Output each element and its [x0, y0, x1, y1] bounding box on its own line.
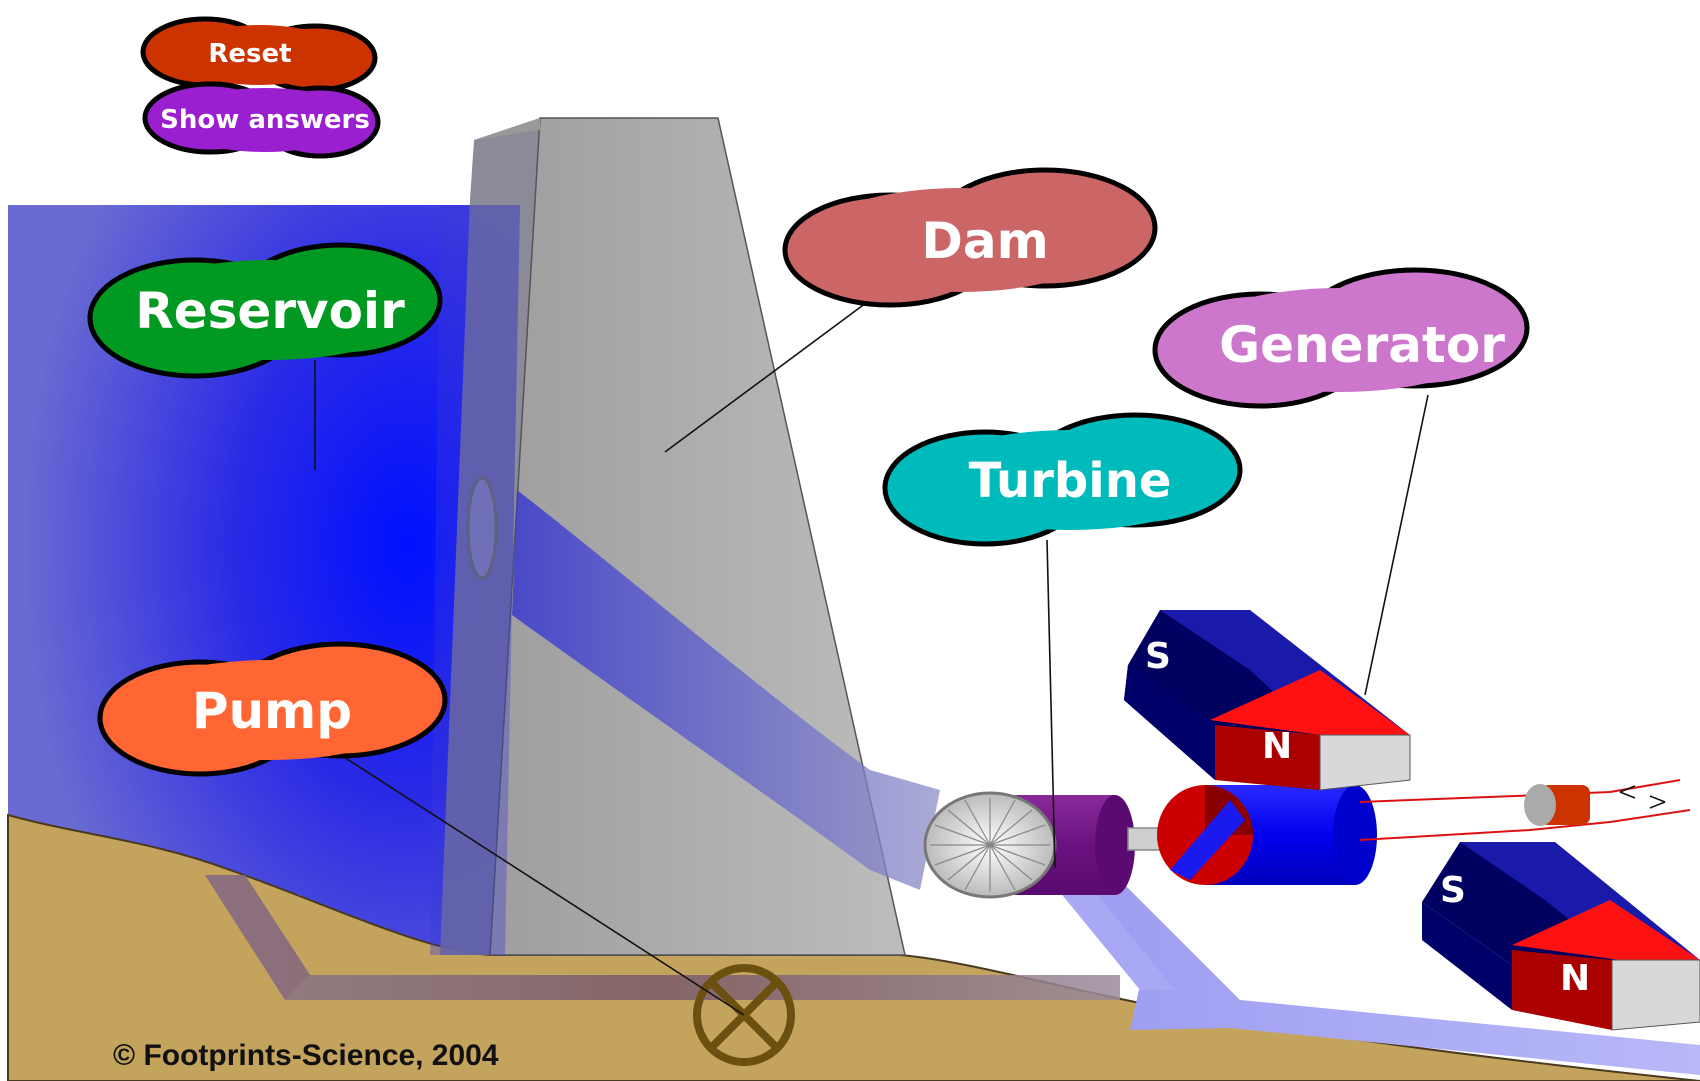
generator-leader	[1364, 394, 1429, 696]
turbine-label[interactable]: Turbine	[882, 412, 1243, 547]
magnet-lower-north: N	[1560, 958, 1590, 999]
turbine-label-text: Turbine	[969, 453, 1172, 509]
ground	[7, 813, 1700, 1081]
reset-button-label: Reset	[208, 39, 291, 69]
magnet-upper-north: N	[1262, 726, 1292, 767]
magnet-lower-south: S	[1440, 870, 1466, 911]
dam-label-text: Dam	[921, 212, 1048, 270]
generator-label[interactable]: Generator	[1152, 267, 1530, 409]
reset-button[interactable]: Reset	[140, 16, 378, 93]
generator-armature	[1157, 785, 1377, 885]
magnet-lower	[1422, 842, 1700, 1031]
turbine	[923, 791, 1135, 899]
current-arrows	[1619, 785, 1666, 809]
penstock	[512, 490, 940, 890]
magnet-upper-south: S	[1145, 636, 1171, 677]
dam-water-overlay	[430, 205, 520, 955]
magnet-upper	[1124, 610, 1411, 791]
show-answers-button[interactable]: Show answers	[142, 81, 381, 159]
show-answers-button-label: Show answers	[160, 105, 370, 135]
generator-label-text: Generator	[1219, 316, 1505, 374]
outflow-branch	[1050, 880, 1175, 990]
outflow-channel	[1080, 870, 1700, 1075]
reservoir-label[interactable]: Reservoir	[87, 242, 443, 379]
lamp	[1524, 784, 1590, 826]
copyright-text: © Footprints-Science, 2004	[113, 1039, 499, 1072]
turbine-leader	[1046, 539, 1056, 869]
intake-opening	[466, 476, 498, 580]
pump-label-text: Pump	[192, 682, 352, 740]
pump-label[interactable]: Pump	[97, 641, 448, 777]
dam-top	[474, 118, 540, 140]
reservoir-water	[8, 205, 520, 960]
pump-leader	[329, 747, 745, 1016]
reservoir-label-text: Reservoir	[135, 282, 405, 340]
turbine-blade-lines	[930, 798, 1050, 892]
pump-pipe-inlet	[205, 875, 310, 1000]
dam-leader	[664, 299, 871, 453]
dam-label[interactable]: Dam	[782, 167, 1158, 308]
